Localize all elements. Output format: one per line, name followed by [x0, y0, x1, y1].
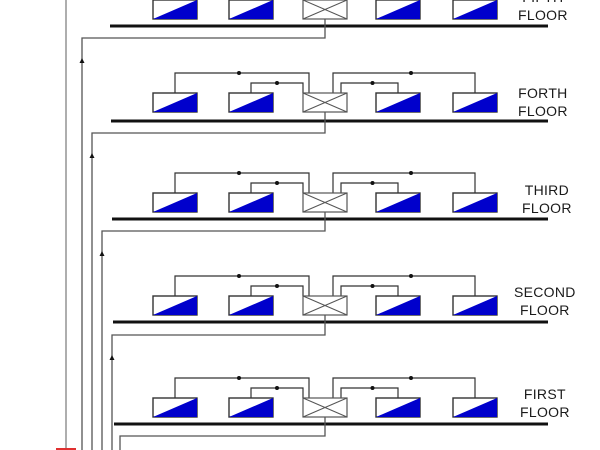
supply-pipe-right-outer [332, 275, 476, 296]
floor-label-line2: FLOOR [518, 103, 568, 119]
indoor-unit-fill [453, 296, 497, 315]
flow-arrow-icon [89, 153, 95, 158]
indoor-unit-fill [153, 0, 197, 19]
floor-label-line1: FORTH [518, 85, 568, 101]
indoor-unit-fill [376, 93, 420, 112]
feed-pipe [81, 19, 326, 450]
flow-direction-icon [237, 376, 241, 380]
indoor-unit-fill [453, 193, 497, 212]
supply-pipe-right-outer [332, 377, 476, 398]
flow-arrow-icon [99, 251, 105, 256]
indoor-unit-fill [153, 93, 197, 112]
feed-pipe [91, 112, 326, 450]
indoor-unit-fill [376, 0, 420, 19]
supply-pipe-right-inner [340, 82, 399, 93]
floor-label-second: SECOND FLOOR [514, 283, 576, 319]
floor-label-line2: FLOOR [520, 404, 570, 420]
flow-direction-icon [275, 284, 279, 288]
flow-direction-icon [409, 274, 413, 278]
indoor-unit-fill [229, 398, 273, 417]
supply-pipe-right-outer [332, 172, 476, 193]
flow-direction-icon [275, 181, 279, 185]
distributor-cross [302, 0, 348, 20]
indoor-unit-fill [153, 398, 197, 417]
indoor-unit-fill [153, 296, 197, 315]
floor-label-fifth: FIFTHFLOOR [518, 0, 568, 24]
distributor-cross [302, 397, 348, 418]
supply-pipe-right-inner [340, 182, 399, 193]
supply-pipe-left-outer [174, 275, 310, 296]
indoor-unit-fill [229, 93, 273, 112]
floor-label-line1: SECOND [514, 284, 576, 300]
floor-label-line2: FLOOR [522, 200, 572, 216]
feed-pipe [101, 212, 326, 450]
distributor-cross [302, 92, 348, 113]
floor-label-third: THIRD FLOOR [522, 181, 572, 217]
distributor-cross [302, 295, 348, 316]
supply-pipe-left-outer [174, 377, 310, 398]
flow-direction-icon [370, 386, 375, 390]
supply-pipe-left-outer [174, 72, 310, 93]
supply-pipe-left-outer [174, 172, 310, 193]
floor-label-line1: FIRST [523, 386, 566, 402]
floor-label-line2: FLOOR [518, 7, 568, 23]
indoor-unit-fill [229, 193, 273, 212]
supply-pipe-right-inner [340, 387, 399, 398]
indoor-unit-fill [453, 93, 497, 112]
indoor-unit-fill [453, 0, 497, 19]
floor-label-first: FIRST FLOOR [520, 385, 570, 421]
flow-direction-icon [275, 81, 279, 85]
flow-direction-icon [409, 376, 413, 380]
indoor-unit-fill [376, 398, 420, 417]
indoor-unit-fill [229, 296, 273, 315]
distributor-cross [302, 192, 348, 213]
flow-arrow-icon [109, 355, 115, 360]
flow-direction-icon [237, 274, 241, 278]
floor-label-line1: FIFTH [518, 0, 568, 6]
flow-direction-icon [275, 386, 279, 390]
supply-pipe-right-inner [340, 285, 399, 296]
indoor-unit-fill [376, 193, 420, 212]
flow-direction-icon [370, 81, 375, 85]
floor-label-fourth: FORTH FLOOR [518, 84, 568, 120]
flow-direction-icon [409, 171, 413, 175]
indoor-unit-fill [376, 296, 420, 315]
flow-direction-icon [370, 181, 375, 185]
feed-pipe [119, 417, 326, 450]
floor-label-line1: THIRD [524, 182, 569, 198]
flow-arrow-icon [79, 58, 85, 63]
floor-label-line2: FLOOR [519, 302, 570, 318]
indoor-unit-fill [153, 193, 197, 212]
supply-pipe-right-outer [332, 72, 476, 93]
indoor-unit-fill [453, 398, 497, 417]
indoor-unit-fill [229, 0, 273, 19]
flow-direction-icon [237, 71, 241, 75]
flow-direction-icon [370, 284, 375, 288]
feed-pipe [111, 315, 326, 450]
flow-direction-icon [237, 171, 241, 175]
flow-direction-icon [409, 71, 413, 75]
